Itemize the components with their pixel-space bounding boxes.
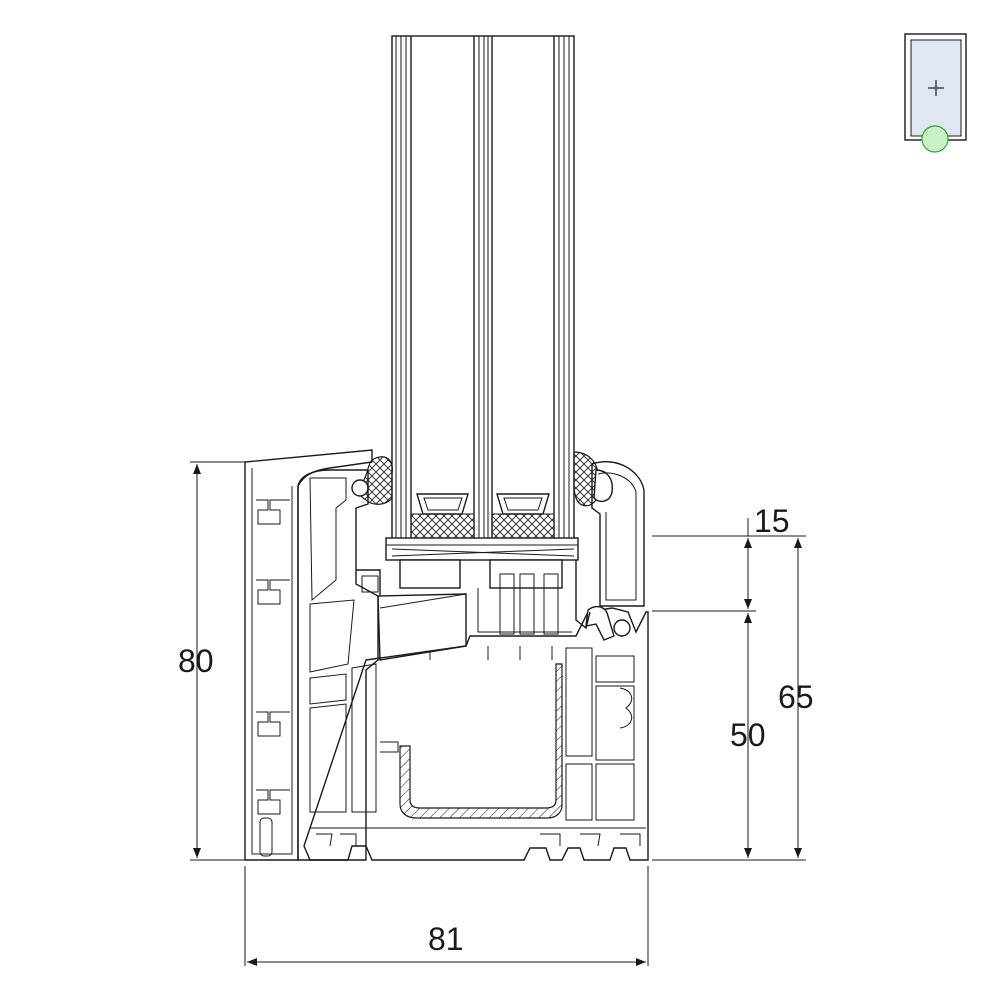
frame-profile-right: [477, 461, 645, 641]
dim-overall-height: 80: [178, 643, 214, 679]
dim-overall-width: 81: [428, 921, 464, 957]
frame-profile-main: [303, 607, 649, 861]
outer-gasket: [573, 451, 613, 507]
plus-icon: [928, 80, 944, 96]
steel-reinforcement: [380, 663, 563, 819]
setting-block: [385, 537, 579, 589]
window-thumbnail[interactable]: [904, 33, 967, 153]
dimensions: 80 81 15 50 65: [178, 461, 814, 966]
dim-glazing-rebate: 15: [754, 503, 790, 539]
sash-profile: [297, 469, 379, 861]
dim-sash-height: 65: [778, 679, 814, 715]
frame-profile-left: [244, 449, 373, 861]
section-marker-icon: [921, 125, 949, 153]
glass-unit: [391, 35, 575, 557]
dim-frame-height: 50: [730, 717, 766, 753]
